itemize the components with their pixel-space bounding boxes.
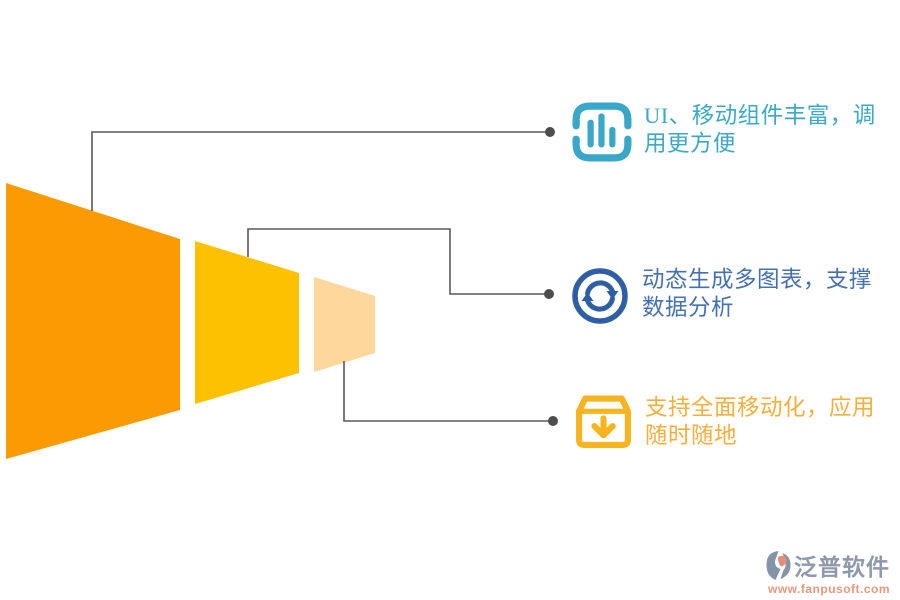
vendor-website: www.fanpusoft.com [768, 582, 891, 596]
vendor-logo: 泛普软件 www.fanpusoft.com [764, 548, 896, 596]
connector-line-1 [91, 131, 550, 211]
feature-text-3: 支持全面移动化，应用 随时随地 [645, 395, 876, 448]
bar-chart-icon [572, 102, 632, 162]
vendor-name: 泛普软件 [794, 555, 890, 580]
feature-text-2: 动态生成多图表，支撑 数据分析 [642, 267, 873, 320]
funnel-stage-1 [6, 183, 180, 459]
connector-line-3 [343, 361, 553, 422]
sync-icon [570, 266, 630, 326]
connector-dot-1 [545, 127, 555, 137]
feature-item-ui-components: UI、移动组件丰富，调 用更方便 [572, 102, 900, 162]
feature-item-dynamic-charts: 动态生成多图表，支撑 数据分析 [570, 266, 900, 326]
feature-item-mobile-support: 支持全面移动化，应用 随时随地 [573, 391, 900, 451]
connector-dot-2 [544, 289, 554, 299]
connector-line-2 [247, 228, 549, 295]
feature-text-1: UI、移动组件丰富，调 用更方便 [644, 103, 876, 156]
vendor-logo-icon [766, 550, 791, 580]
connector-dot-3 [548, 416, 558, 426]
box-arrow-down-icon [573, 391, 633, 451]
funnel-stage-2 [195, 241, 299, 404]
funnel-stage-3 [314, 277, 375, 372]
